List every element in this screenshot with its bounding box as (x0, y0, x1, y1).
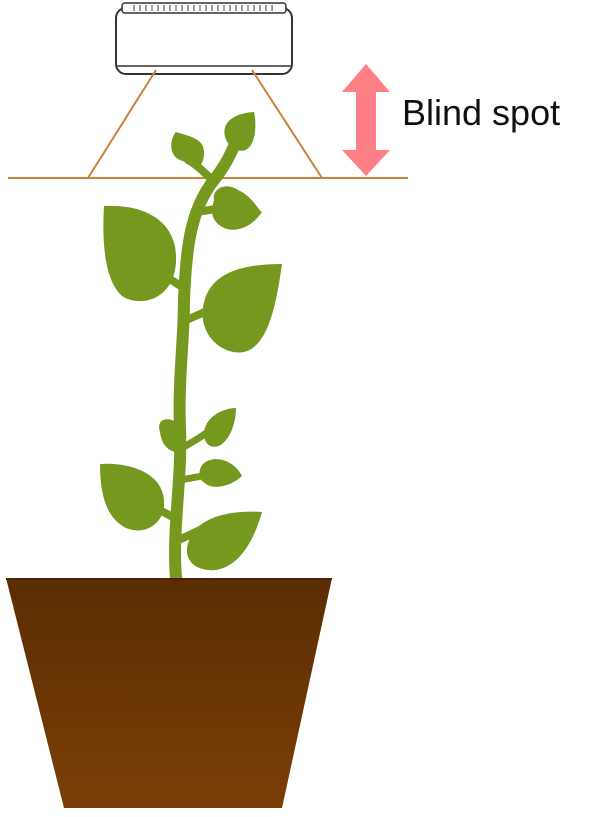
sensor-device-icon (116, 3, 292, 74)
pot-icon (6, 578, 332, 808)
plant-icon (100, 112, 282, 578)
blind-spot-arrow-icon (342, 64, 390, 176)
field-of-view-lines (88, 70, 322, 178)
blind-spot-label: Blind spot (402, 92, 560, 133)
